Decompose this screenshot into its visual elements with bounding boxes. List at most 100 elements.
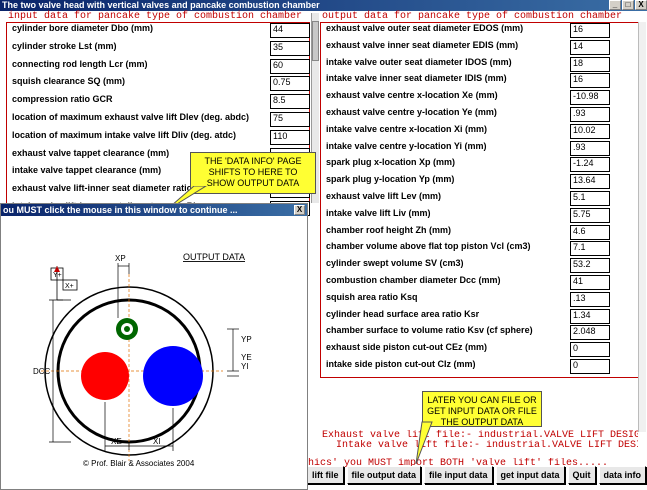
output-row: exhaust valve centre x-location Xe (mm) -… <box>326 90 610 106</box>
input-row-label: squish clearance SQ (mm) <box>12 76 126 87</box>
yp-label: YP <box>241 335 252 344</box>
xe-label: XE <box>111 437 122 446</box>
get-input-data-button[interactable]: get input data <box>495 466 565 484</box>
minimize-button[interactable]: _ <box>609 0 621 10</box>
output-row-value-field[interactable]: 16 <box>570 23 610 38</box>
output-row-label: spark plug y-location Yp (mm) <box>326 174 455 185</box>
output-row-value-field[interactable]: 5.75 <box>570 207 610 223</box>
output-row: spark plug x-location Xp (mm) -1.24 <box>326 157 610 173</box>
output-row-label: intake valve lift Liv (mm) <box>326 207 431 218</box>
output-row-label: spark plug x-location Xp (mm) <box>326 157 456 168</box>
input-row-label: cylinder bore diameter Dbo (mm) <box>12 23 154 33</box>
file-output-data-button[interactable]: file output data <box>346 466 421 484</box>
input-row-value-field[interactable]: 8.5 <box>270 94 310 110</box>
output-row-label: exhaust side piston cut-out CEz (mm) <box>326 342 488 353</box>
output-row-label: chamber roof height Zh (mm) <box>326 224 452 235</box>
copyright-label: © Prof. Blair & Associates 2004 <box>83 459 195 468</box>
output-row: chamber roof height Zh (mm) 4.6 <box>326 224 610 240</box>
input-row-value-field[interactable]: 35 <box>270 40 310 56</box>
input-row-label: connecting rod length Lcr (mm) <box>12 58 148 69</box>
file-input-data-button[interactable]: file input data <box>424 466 493 484</box>
output-row-label: intake valve inner seat diameter IDIS (m… <box>326 73 507 84</box>
output-row-label: squish area ratio Ksq <box>326 291 418 302</box>
input-row-value-field[interactable]: 75 <box>270 112 310 127</box>
output-row-label: intake valve centre y-location Yi (mm) <box>326 140 487 151</box>
input-row-value-field[interactable]: 44 <box>270 23 310 38</box>
input-row: location of maximum exhaust valve lift D… <box>12 112 310 127</box>
output-row-value-field[interactable]: 13.64 <box>570 174 610 190</box>
output-row-label: chamber surface to volume ratio Ksv (cf … <box>326 325 533 336</box>
input-row-value-field[interactable]: 110 <box>270 129 310 145</box>
output-row: intake valve centre x-location Xi (mm)10… <box>326 123 610 139</box>
input-row: location of maximum intake valve lift Dl… <box>12 129 310 145</box>
data-info-callout: THE 'DATA INFO' PAGE SHIFTS TO HERE TO S… <box>190 152 316 194</box>
maximize-button[interactable]: □ <box>622 0 634 10</box>
output-row-value-field[interactable]: .93 <box>570 140 610 156</box>
output-row-value-field[interactable]: .93 <box>570 107 610 122</box>
output-row: intake valve outer seat diameter IDOS (m… <box>326 56 610 72</box>
output-row-value-field[interactable]: 4.6 <box>570 224 610 240</box>
x-plus-label: X+ <box>65 283 74 290</box>
output-row-value-field[interactable]: -1.24 <box>570 157 610 173</box>
output-row: exhaust valve inner seat diameter EDIS (… <box>326 39 610 55</box>
output-row-value-field[interactable]: 14 <box>570 39 610 55</box>
output-row-value-field[interactable]: .13 <box>570 291 610 307</box>
output-row-value-field[interactable]: 18 <box>570 56 610 72</box>
input-row: cylinder stroke Lst (mm) 35 <box>12 40 310 56</box>
output-row-value-field[interactable]: 0 <box>570 359 610 374</box>
input-row-label: location of maximum exhaust valve lift D… <box>12 112 250 122</box>
input-row: cylinder bore diameter Dbo (mm) 44 <box>12 23 310 38</box>
graphics-close-button[interactable]: X <box>294 205 305 215</box>
lift-file-button[interactable]: lift file <box>307 466 344 484</box>
output-row-value-field[interactable]: 41 <box>570 275 610 290</box>
yi-label: YI <box>241 362 249 371</box>
exhaust-valve <box>81 352 129 400</box>
quit-button[interactable]: Quit <box>567 466 596 484</box>
output-row-value-field[interactable]: -10.98 <box>570 90 610 106</box>
data-info-button[interactable]: data info <box>598 466 646 484</box>
output-row-label: exhaust valve centre x-location Xe (mm) <box>326 90 498 101</box>
output-row-label: cylinder swept volume SV (cm3) <box>326 258 464 269</box>
output-row-value-field[interactable]: 2.048 <box>570 325 610 341</box>
scrollbar-thumb[interactable] <box>312 21 319 61</box>
output-row-value-field[interactable]: 53.2 <box>570 258 610 274</box>
window-titlebar: The two valve head with vertical valves … <box>0 0 647 11</box>
main-scrollbar[interactable] <box>638 22 646 432</box>
output-row-value-field[interactable]: 10.02 <box>570 123 610 139</box>
graphics-window-titlebar: ou MUST click the mouse in this window t… <box>1 204 307 216</box>
input-row: squish clearance SQ (mm) 0.75 <box>12 76 310 92</box>
output-row: squish area ratio Ksq .13 <box>326 291 610 307</box>
output-row-value-field[interactable]: 1.34 <box>570 308 610 324</box>
xi-label: XI <box>153 437 161 446</box>
input-row-label: cylinder stroke Lst (mm) <box>12 40 117 51</box>
output-row: exhaust valve lift Lev (mm)5.1 <box>326 191 610 206</box>
output-row-value-field[interactable]: 7.1 <box>570 241 610 257</box>
output-row-label: exhaust valve outer seat diameter EDOS (… <box>326 23 524 33</box>
output-row: spark plug y-location Yp (mm) 13.64 <box>326 174 610 190</box>
output-row-label: exhaust valve centre y-location Ye (mm) <box>326 107 497 117</box>
graphics-window[interactable]: ou MUST click the mouse in this window t… <box>0 203 308 490</box>
intake-lift-file-line: Intake valve lift file:- industrial.VALV… <box>336 440 638 451</box>
close-button[interactable]: X <box>635 0 647 10</box>
output-row: chamber surface to volume ratio Ksv (cf … <box>326 325 610 341</box>
output-row-label: chamber volume above flat top piston Vcl… <box>326 241 531 252</box>
input-scrollbar[interactable] <box>311 13 319 203</box>
output-row-value-field[interactable]: 5.1 <box>570 191 610 206</box>
dcc-label: DCC <box>33 367 51 376</box>
input-row-value-field[interactable]: 60 <box>270 58 310 74</box>
input-row: connecting rod length Lcr (mm) 60 <box>12 58 310 74</box>
input-row-value-field[interactable]: 0.75 <box>270 76 310 92</box>
output-data-label: OUTPUT DATA <box>183 252 245 262</box>
output-row: chamber volume above flat top piston Vcl… <box>326 241 610 257</box>
window-controls: _ □ X <box>608 0 647 11</box>
axis-indicator: Y+ X+ <box>50 266 78 301</box>
output-row-value-field[interactable]: 16 <box>570 73 610 89</box>
output-row: intake side piston cut-out CIz (mm) 0 <box>326 359 610 374</box>
output-row-label: intake side piston cut-out CIz (mm) <box>326 359 476 369</box>
output-row: exhaust valve outer seat diameter EDOS (… <box>326 23 610 38</box>
input-row-label: compression ratio GCR <box>12 94 113 105</box>
ye-label: YE <box>241 353 252 362</box>
output-row-value-field[interactable]: 0 <box>570 342 610 358</box>
import-hint-line: hics' you MUST import BOTH 'valve lift' … <box>308 458 609 469</box>
